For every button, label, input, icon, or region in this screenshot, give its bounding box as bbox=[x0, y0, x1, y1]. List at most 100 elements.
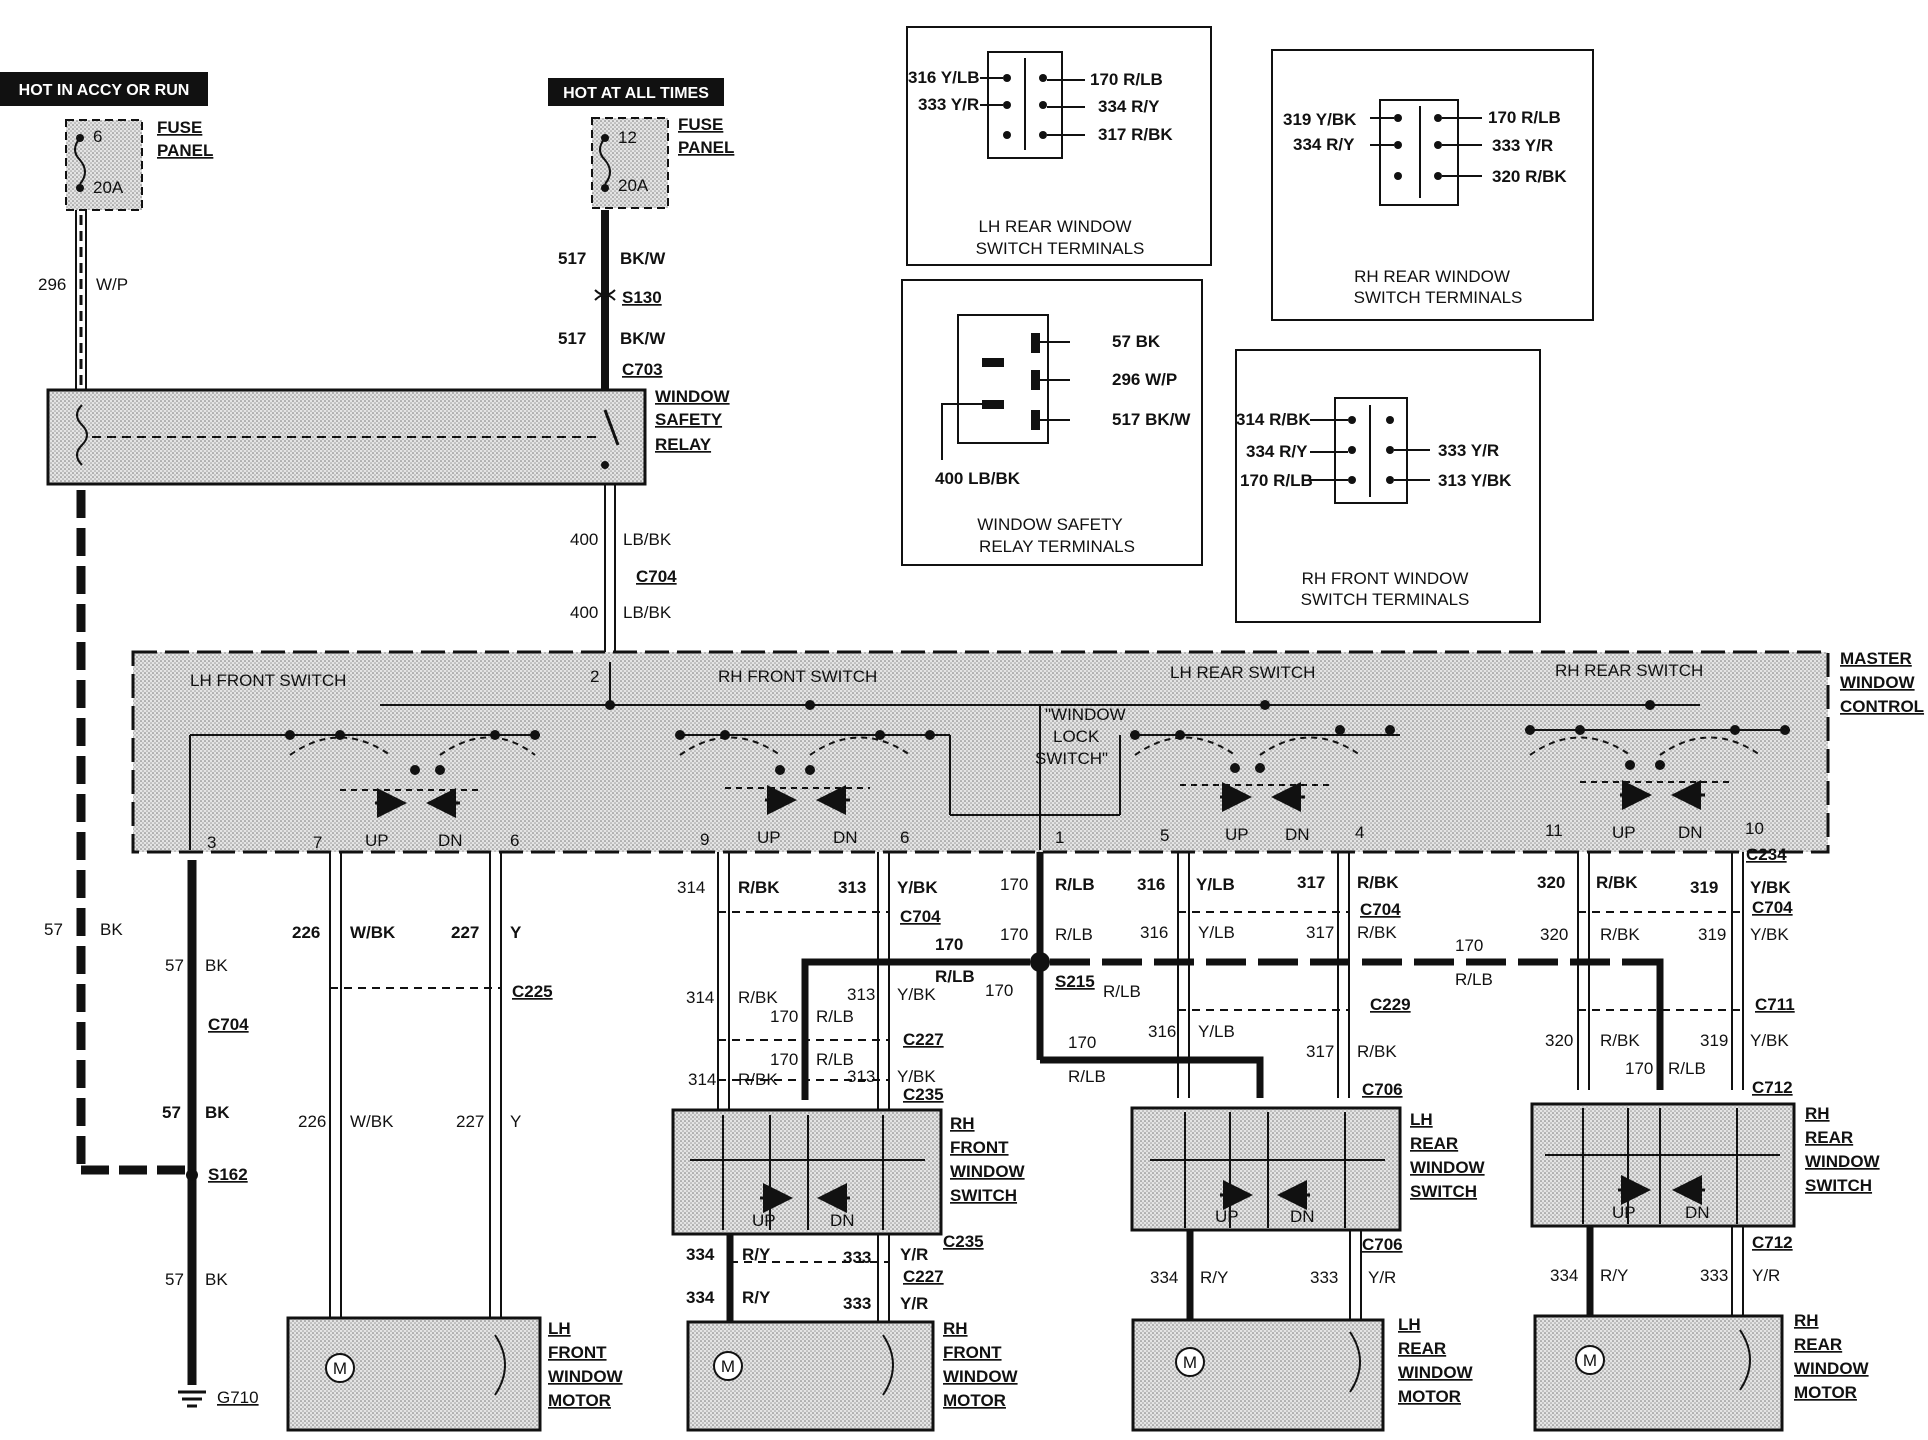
master-l2: WINDOW bbox=[1840, 673, 1916, 692]
wire-320a-num: 320 bbox=[1537, 873, 1565, 892]
wire-316a-num: 316 bbox=[1137, 875, 1165, 894]
wire-313a-color: Y/BK bbox=[897, 878, 938, 897]
wire-170e-num: 170 bbox=[1000, 925, 1028, 944]
lhr-switch-up: UP bbox=[1215, 1207, 1239, 1226]
connector-c704e: C704 bbox=[1752, 898, 1793, 917]
wire-57c-num: 57 bbox=[162, 1103, 181, 1122]
lhr-switch-l4: SWITCH bbox=[1410, 1182, 1477, 1201]
connector-c227b: C227 bbox=[903, 1267, 944, 1286]
wire-57a-num: 57 bbox=[44, 920, 63, 939]
connector-c703: C703 bbox=[622, 360, 663, 379]
wire-316a-color: Y/LB bbox=[1196, 875, 1235, 894]
rhf-switch-dn: DN bbox=[830, 1211, 855, 1230]
rhr-switch-l1: RH bbox=[1805, 1104, 1830, 1123]
wire-334b-color: R/Y bbox=[742, 1288, 771, 1307]
lhf-motor-l2: FRONT bbox=[548, 1343, 607, 1362]
wire-57c-color: BK bbox=[205, 1103, 230, 1122]
wire-517: 517 BK/W S130 517 BK/W C703 bbox=[558, 210, 666, 390]
wire-170f-color: R/LB bbox=[1103, 982, 1141, 1001]
rhr-term-title-1: SWITCH TERMINALS bbox=[1354, 288, 1523, 307]
rhr-motor-l1: RH bbox=[1794, 1311, 1819, 1330]
connector-c229: C229 bbox=[1370, 995, 1411, 1014]
lhr-dn-label: DN bbox=[1285, 825, 1310, 844]
rhr-term-left-0: 319 Y/BK bbox=[1283, 110, 1357, 129]
lhr-wires: 316 Y/LB 317 R/BK C704 316 Y/LB 317 R/BK… bbox=[1137, 852, 1411, 1099]
wire-314a-num: 314 bbox=[677, 878, 705, 897]
rhf-switch-l2: FRONT bbox=[950, 1138, 1009, 1157]
lh-rear-terminals: 316 Y/LB 333 Y/R 170 R/LB 334 R/Y 317 R/… bbox=[906, 26, 1212, 266]
lhr-motor: M LH REAR WINDOW MOTOR bbox=[1131, 1315, 1474, 1432]
pin-6a: 6 bbox=[510, 831, 519, 850]
master-lh-rear-label: LH REAR SWITCH bbox=[1170, 663, 1315, 682]
wire-170i-num: 170 bbox=[1625, 1059, 1653, 1078]
rhr-switch-l2: REAR bbox=[1805, 1128, 1853, 1147]
wire-170d-color: R/LB bbox=[1055, 875, 1095, 894]
master-l1: MASTER bbox=[1840, 649, 1912, 668]
wire-333c-num: 333 bbox=[1310, 1268, 1338, 1287]
connector-c712a: C712 bbox=[1752, 1078, 1793, 1097]
wire-316b-num: 316 bbox=[1140, 923, 1168, 942]
wire-313b-num: 313 bbox=[847, 985, 875, 1004]
rhf-motor-wires: 334 R/Y 333 Y/R C235 C227 334 R/Y 333 Y/… bbox=[686, 1232, 984, 1322]
relay-l1: WINDOW bbox=[655, 387, 731, 406]
wire-317c-num: 317 bbox=[1306, 1042, 1334, 1061]
pin-1: 1 bbox=[1055, 828, 1064, 847]
wire-314b-num: 314 bbox=[686, 988, 714, 1007]
wire-517a-color: BK/W bbox=[620, 249, 666, 268]
rhf-term-left-1: 334 R/Y bbox=[1246, 442, 1308, 461]
wire-57d-num: 57 bbox=[165, 1270, 184, 1289]
lhr-window-switch: UP DN LH REAR WINDOW SWITCH bbox=[1130, 1106, 1486, 1232]
lhr-motor-l4: MOTOR bbox=[1398, 1387, 1461, 1406]
rhr-motor-l4: MOTOR bbox=[1794, 1383, 1857, 1402]
rhf-switch-l1: RH bbox=[950, 1114, 975, 1133]
rh-rear-terminals: 319 Y/BK 334 R/Y 170 R/LB 333 Y/R 320 R/… bbox=[1271, 49, 1594, 321]
wire-226b-num: 226 bbox=[298, 1112, 326, 1131]
lhr-term-right-2: 317 R/BK bbox=[1098, 125, 1173, 144]
wire-296-color: W/P bbox=[96, 275, 128, 294]
wire-320b-num: 320 bbox=[1540, 925, 1568, 944]
rhr-wires: 320 R/BK 319 Y/BK C704 320 R/BK 319 Y/BK… bbox=[1537, 852, 1795, 1097]
wire-333a-num: 333 bbox=[843, 1248, 871, 1267]
wire-57b-color: BK bbox=[205, 956, 228, 975]
wire-57d-color: BK bbox=[205, 1270, 228, 1289]
connector-c711: C711 bbox=[1755, 995, 1795, 1014]
lhf-motor-l1: LH bbox=[548, 1319, 571, 1338]
connector-s215: S215 bbox=[1055, 972, 1095, 991]
connector-c234: C234 bbox=[1746, 845, 1787, 864]
rhf-motor-symbol: M bbox=[721, 1357, 735, 1376]
master-l3: CONTROL bbox=[1840, 697, 1924, 716]
wire-170c-num: 170 bbox=[935, 935, 963, 954]
rhr-motor-wires: C712 334 R/Y 333 Y/R bbox=[1550, 1226, 1793, 1316]
rhr-switch-up: UP bbox=[1612, 1203, 1636, 1222]
always-panel-l2: PANEL bbox=[678, 138, 734, 157]
rhr-motor-l2: REAR bbox=[1794, 1335, 1842, 1354]
lhf-motor-l4: MOTOR bbox=[548, 1391, 611, 1410]
connector-c704d: C704 bbox=[1360, 900, 1401, 919]
lhr-motor-l1: LH bbox=[1398, 1315, 1421, 1334]
wire-333d-num: 333 bbox=[1700, 1266, 1728, 1285]
relay-term-right-0: 57 BK bbox=[1112, 332, 1161, 351]
rhf-motor-l4: MOTOR bbox=[943, 1391, 1006, 1410]
relay-term-title-1: RELAY TERMINALS bbox=[979, 537, 1135, 556]
connector-c227a: C227 bbox=[903, 1030, 944, 1049]
wire-170a-num: 170 bbox=[770, 1007, 798, 1026]
wire-317b-num: 317 bbox=[1306, 923, 1334, 942]
wire-334b-num: 334 bbox=[686, 1288, 715, 1307]
rhf-motor-l2: FRONT bbox=[943, 1343, 1002, 1362]
wire-170e-color: R/LB bbox=[1055, 925, 1093, 944]
accy-fuse-num: 6 bbox=[93, 127, 102, 146]
wire-317a-num: 317 bbox=[1297, 873, 1325, 892]
wire-170b-color: R/LB bbox=[816, 1050, 854, 1069]
wire-319c-color: Y/BK bbox=[1750, 1031, 1789, 1050]
accy-label: HOT IN ACCY OR RUN bbox=[19, 82, 190, 99]
wire-316c-color: Y/LB bbox=[1198, 1022, 1235, 1041]
rhr-term-title-0: RH REAR WINDOW bbox=[1354, 267, 1510, 286]
wire-170g-color: R/LB bbox=[1068, 1067, 1106, 1086]
wire-319c-num: 319 bbox=[1700, 1031, 1728, 1050]
rhf-term-title-1: SWITCH TERMINALS bbox=[1301, 590, 1470, 609]
lhf-motor-symbol: M bbox=[333, 1359, 347, 1378]
wire-400: 400 LB/BK C704 400 LB/BK bbox=[570, 484, 677, 662]
wire-226b-color: W/BK bbox=[350, 1112, 394, 1131]
accy-panel-l2: PANEL bbox=[157, 141, 213, 160]
